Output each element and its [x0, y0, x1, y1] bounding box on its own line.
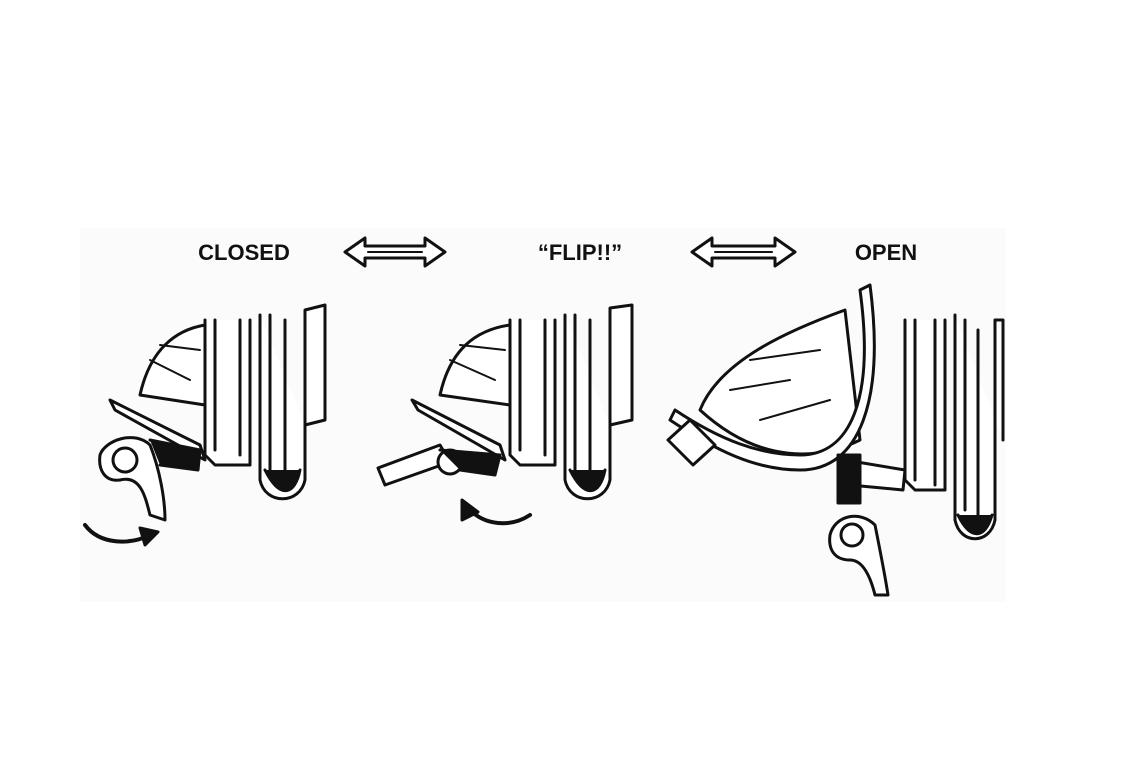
label-closed: CLOSED	[198, 240, 290, 265]
latch-open-drawing	[666, 283, 1005, 597]
curved-arrow-icon	[83, 523, 160, 547]
label-flip: “FLIP!!”	[537, 240, 623, 265]
label-open: OPEN	[854, 240, 918, 265]
latch-flip-drawing	[376, 303, 634, 501]
curved-arrow-icon	[460, 498, 532, 526]
latch-closed-drawing	[98, 303, 327, 522]
double-arrow-icon	[690, 236, 797, 268]
double-arrow-icon	[343, 236, 447, 268]
